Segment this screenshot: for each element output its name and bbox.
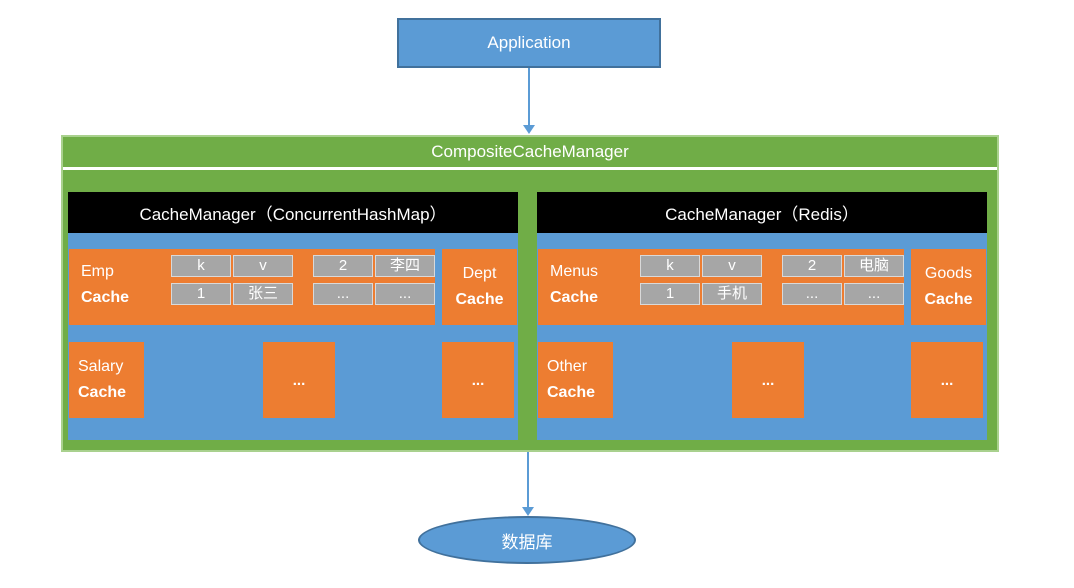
emp-kv-table: k v 1 张三 [171,255,293,305]
menus-kv-table: k v 1 手机 [640,255,762,305]
kv-cell: 张三 [233,283,293,305]
ellipsis-cache-box: ... [911,342,983,418]
cachemanager-redis-body: Menus Cache k v 1 手机 2 电脑 ... ... [537,233,987,440]
composite-cache-manager-title: CompositeCacheManager [63,137,997,170]
kv-cell: v [233,255,293,277]
cachemanager-concurrenthashmap-panel: CacheManager（ConcurrentHashMap） Emp Cach… [68,192,518,440]
dept-cache-box: Dept Cache [442,249,517,325]
kv-cell: 2 [313,255,373,277]
cache-type: Cache [547,384,596,401]
cache-name: Other [547,358,588,375]
arrow-line [528,68,530,125]
emp-cache-label: Emp Cache [81,259,129,311]
ellipsis-cache-box: ... [442,342,514,418]
cache-name: Menus [550,263,599,280]
emp-kv-table-more: 2 李四 ... ... [313,255,435,305]
application-label: Application [487,33,571,52]
cache-name: Salary [78,358,124,375]
other-cache-box: Other Cache [538,342,613,418]
kv-cell: 电脑 [844,255,904,277]
database-label: 数据库 [501,532,553,552]
cachemanager-concurrenthashmap-body: Emp Cache k v 1 张三 2 李四 ... ... [68,233,518,440]
arrow-down-icon [523,125,535,134]
ellipsis-cache-box: ... [732,342,804,418]
kv-cell: 李四 [375,255,435,277]
cache-name: Dept [462,265,497,282]
cache-type: Cache [78,384,127,401]
kv-cell: 手机 [702,283,762,305]
cache-name: Goods [924,265,973,282]
kv-cell: k [171,255,231,277]
application-box: Application [397,18,661,68]
arrow-down-icon [522,507,534,516]
menus-cache-box: Menus Cache k v 1 手机 2 电脑 ... ... [538,249,904,325]
kv-cell: 1 [640,283,700,305]
cachemanager-concurrenthashmap-header: CacheManager（ConcurrentHashMap） [68,192,518,233]
kv-cell: ... [375,283,435,305]
cache-name: Emp [81,263,114,280]
kv-cell: ... [313,283,373,305]
menus-kv-table-more: 2 电脑 ... ... [782,255,904,305]
emp-cache-box: Emp Cache k v 1 张三 2 李四 ... ... [69,249,435,325]
ellipsis-cache-box: ... [263,342,335,418]
cachemanager-redis-header: CacheManager（Redis） [537,192,987,233]
kv-cell: v [702,255,762,277]
kv-cell: 2 [782,255,842,277]
cache-type: Cache [550,289,599,306]
cachemanager-redis-panel: CacheManager（Redis） Menus Cache k v 1 手机… [537,192,987,440]
database-ellipse: 数据库 [418,516,636,564]
arrow-line [527,452,529,507]
menus-cache-label: Menus Cache [550,259,598,311]
kv-cell: ... [844,283,904,305]
cache-type: Cache [81,289,130,306]
kv-cell: k [640,255,700,277]
salary-cache-box: Salary Cache [69,342,144,418]
composite-cache-manager-container: CompositeCacheManager CacheManager（Concu… [61,135,999,452]
cache-type: Cache [455,291,504,308]
kv-cell: 1 [171,283,231,305]
kv-cell: ... [782,283,842,305]
cache-type: Cache [924,291,973,308]
goods-cache-box: Goods Cache [911,249,986,325]
